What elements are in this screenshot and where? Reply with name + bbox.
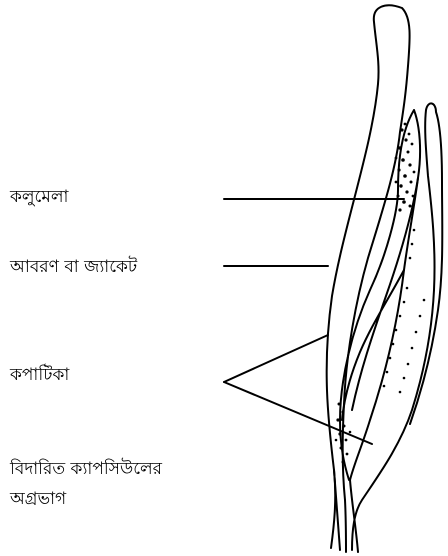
capsule-stalk xyxy=(334,470,358,552)
capsule-cross-strand xyxy=(342,178,418,420)
leader-line-valve-lower xyxy=(224,382,372,444)
capsule-outer-wall xyxy=(327,5,410,548)
capsule-jacket xyxy=(340,110,420,480)
capsule-dotted-edges xyxy=(383,229,426,394)
leader-line-valve-upper xyxy=(224,335,328,382)
capsule-right-strand xyxy=(352,103,442,550)
